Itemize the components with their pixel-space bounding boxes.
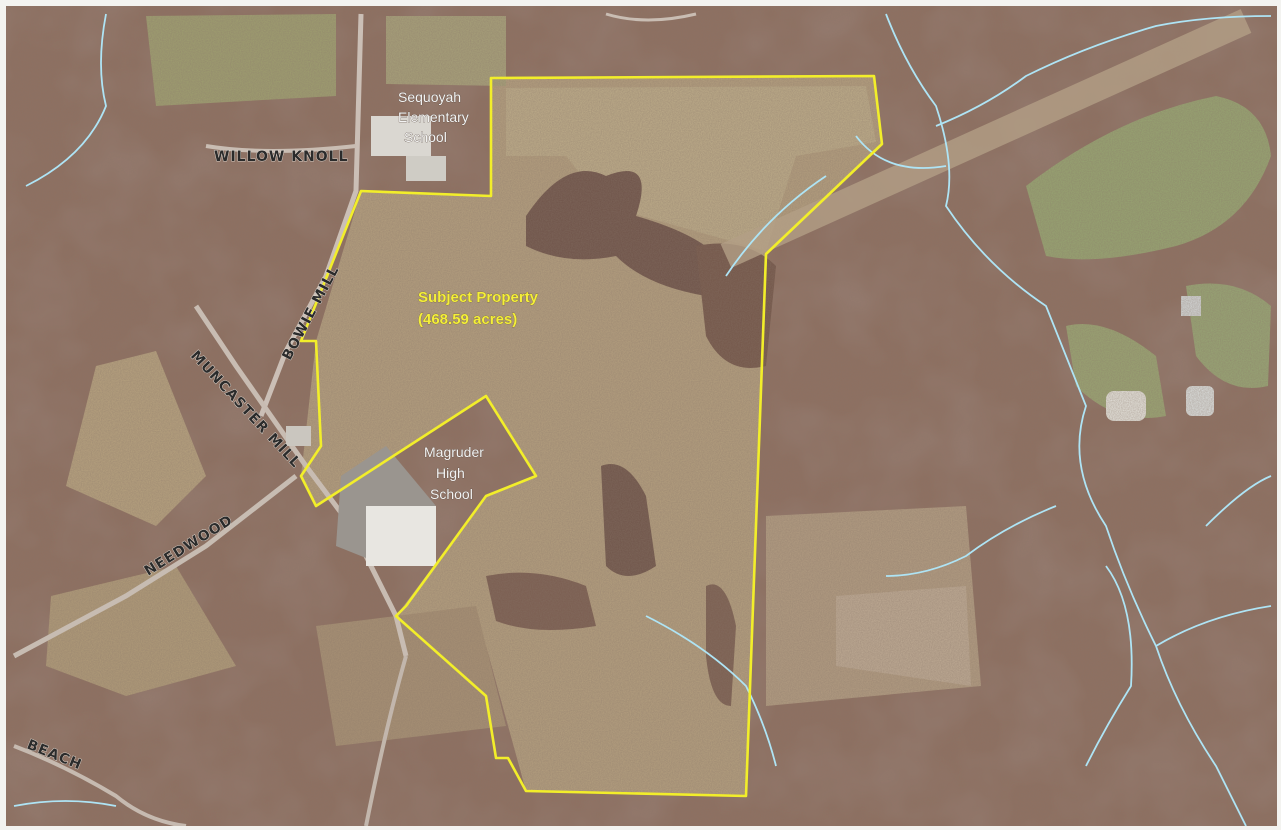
subject-property-title: Subject Property — [418, 289, 539, 306]
subject-property-acres: (468.59 acres) — [418, 311, 517, 328]
image-grain — [6, 6, 1277, 826]
sequoyah-label-line1: Sequoyah — [398, 89, 461, 105]
magruder-label-line3: School — [430, 486, 473, 502]
sequoyah-school-label: Sequoyah Elementary School — [398, 89, 469, 146]
magruder-building — [366, 506, 436, 566]
magruder-school-label: Magruder High School — [424, 444, 485, 503]
sequoyah-building — [371, 116, 431, 156]
streams — [13, 13, 1272, 826]
aerial-map-canvas: Sequoyah Elementary School Magruder High… — [6, 6, 1277, 826]
road-label-willow-knoll: WILLOW KNOLL — [214, 149, 349, 165]
subject-property-label: Subject Property (468.59 acres) — [418, 289, 539, 329]
sequoyah-label-line2: Elementary — [398, 109, 469, 125]
aerial-map: Sequoyah Elementary School Magruder High… — [6, 6, 1277, 826]
power-line-corridor — [720, 9, 1252, 268]
magruder-label-line1: Magruder — [424, 444, 484, 460]
subject-property-boundary[interactable] — [299, 74, 884, 798]
magruder-label-line2: High — [436, 465, 465, 481]
sequoyah-label-line3: School — [404, 129, 447, 145]
